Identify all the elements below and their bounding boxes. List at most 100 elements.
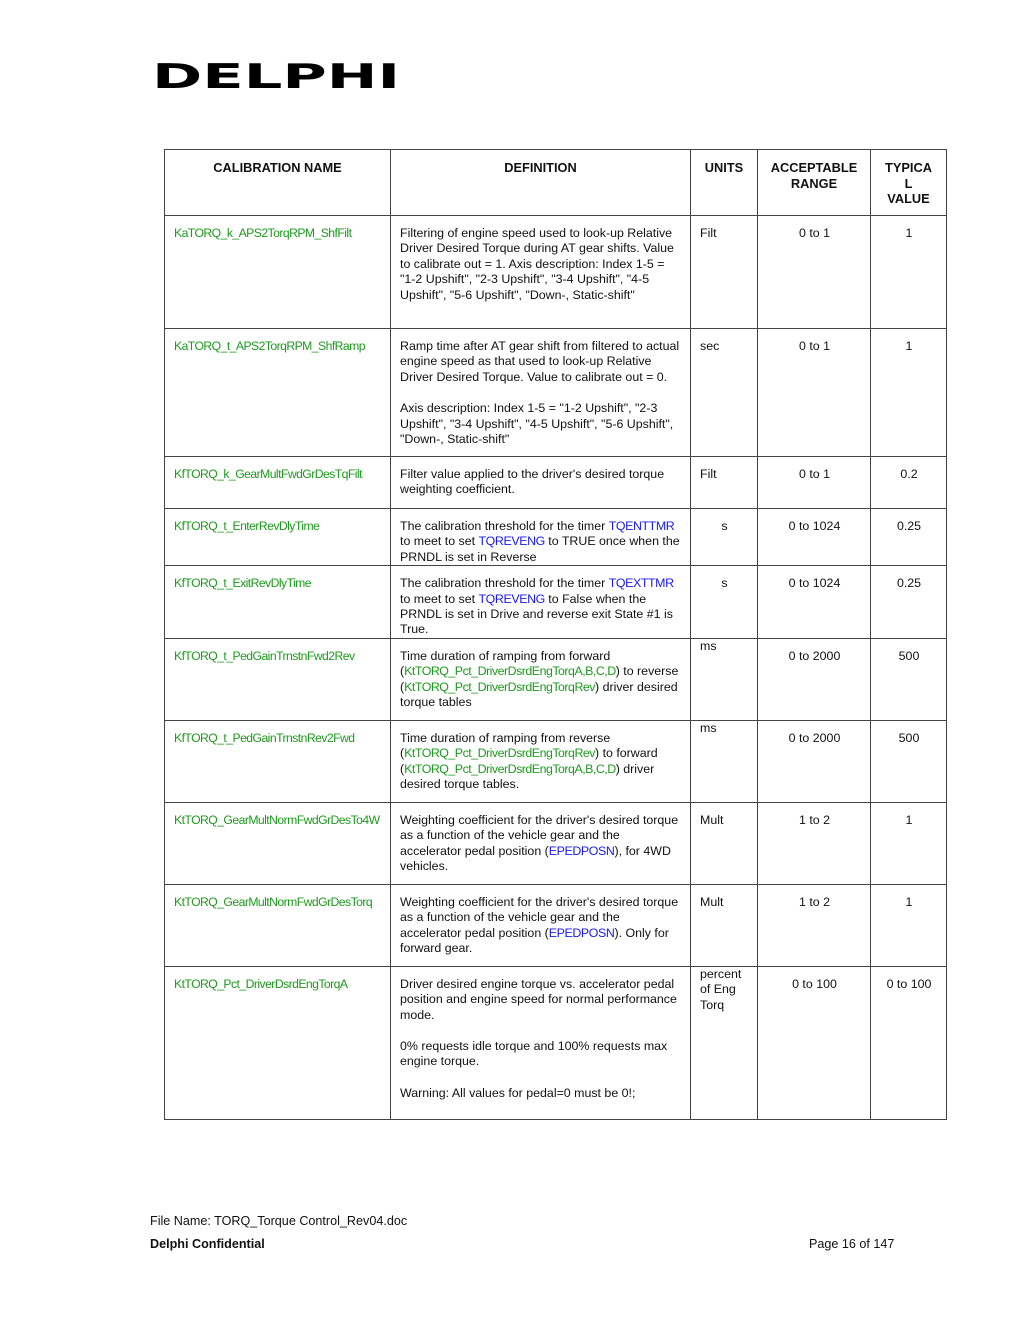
- column-header: CALIBRATION NAME: [164, 149, 391, 216]
- signal-link[interactable]: EPEDPOSN: [548, 843, 615, 858]
- page-number: Page 16 of 147: [809, 1237, 895, 1251]
- definition-text: to False when the PRNDL is set in Drive …: [400, 591, 673, 637]
- definition-text: Axis description: Index 1-5 = "1-2 Upshi…: [400, 401, 674, 447]
- definition-paragraph: Time duration of ramping from reverse (K…: [400, 731, 682, 793]
- units-cell: Mult: [690, 801, 758, 885]
- definition-paragraph: Weighting coefficient for the driver's d…: [400, 895, 682, 957]
- definition-text: to meet to set: [400, 591, 479, 606]
- definition-cell: Ramp time after AT gear shift from filte…: [390, 328, 691, 457]
- units-cell: percent of Eng Torq: [690, 965, 758, 1120]
- typical-value-cell: 0 to 100: [870, 965, 947, 1120]
- range-cell: 0 to 1: [757, 456, 871, 509]
- definition-text: ). Only for forward gear.: [400, 925, 669, 956]
- definition-paragraph: The calibration threshold for the timer …: [400, 519, 682, 565]
- calibration-name: KtTORQ_GearMultNormFwdGrDesTorq: [164, 883, 391, 967]
- calibration-link[interactable]: KtTORQ_Pct_DriverDsrdEngTorqRev: [404, 746, 595, 761]
- calibration-name: KfTORQ_t_EnterRevDlyTime: [164, 507, 391, 567]
- range-cell: 1 to 2: [757, 801, 871, 885]
- typical-value-cell: 500: [870, 637, 947, 721]
- definition-text: Time duration of ramping from forward (: [400, 648, 611, 679]
- definition-text: Filtering of engine speed used to look-u…: [400, 226, 674, 302]
- definition-cell: Time duration of ramping from forward (K…: [390, 637, 691, 721]
- units-cell: sec: [690, 328, 758, 457]
- calibration-name: KfTORQ_k_GearMultFwdGrDesTqFilt: [164, 456, 391, 509]
- typical-value-cell: 1: [870, 883, 947, 967]
- typical-value-cell: 1: [870, 801, 947, 885]
- range-cell: 0 to 1: [757, 328, 871, 457]
- units-cell: ms: [690, 637, 758, 721]
- units-cell: Filt: [690, 456, 758, 509]
- range-cell: 0 to 2000: [757, 637, 871, 721]
- calibration-name: KfTORQ_t_PedGainTrnstnFwd2Rev: [164, 637, 391, 721]
- range-cell: 0 to 1: [757, 215, 871, 329]
- definition-text: The calibration threshold for the timer: [400, 519, 609, 533]
- definition-paragraph: Driver desired engine torque vs. acceler…: [400, 977, 682, 1023]
- definition-text: Warning: All values for pedal=0 must be …: [400, 1085, 636, 1100]
- typical-value-cell: 0.2: [870, 456, 947, 509]
- calibration-name: KaTORQ_t_APS2TorqRPM_ShfRamp: [164, 328, 391, 457]
- typical-value-cell: 1: [870, 328, 947, 457]
- calibration-link[interactable]: KtTORQ_Pct_DriverDsrdEngTorqA,B,C,D: [404, 761, 616, 776]
- definition-text: The calibration threshold for the timer: [400, 576, 609, 591]
- definition-paragraph: 0% requests idle torque and 100% request…: [400, 1039, 682, 1070]
- definition-paragraph: Filtering of engine speed used to look-u…: [400, 226, 682, 303]
- definition-paragraph: Axis description: Index 1-5 = "1-2 Upshi…: [400, 401, 682, 447]
- signal-link[interactable]: TQEXTTMR: [608, 576, 674, 591]
- units-cell: Filt: [690, 215, 758, 329]
- definition-text: to TRUE once when the PRNDL is set in Re…: [400, 534, 680, 564]
- definition-text: to meet to set: [400, 534, 479, 549]
- definition-cell: Driver desired engine torque vs. acceler…: [390, 965, 691, 1120]
- signal-link[interactable]: TQREVENG: [478, 591, 546, 606]
- definition-text: Filter value applied to the driver's des…: [400, 467, 665, 497]
- definition-text: Weighting coefficient for the driver's d…: [400, 894, 679, 940]
- calibration-name: KtTORQ_GearMultNormFwdGrDesTo4W: [164, 801, 391, 885]
- definition-paragraph: Filter value applied to the driver's des…: [400, 467, 682, 498]
- typical-value-cell: 0.25: [870, 507, 947, 567]
- definition-paragraph: Warning: All values for pedal=0 must be …: [400, 1086, 682, 1101]
- typical-value-cell: 1: [870, 215, 947, 329]
- definition-text: ) to reverse (: [400, 664, 679, 694]
- definition-text: ) driver desired torque tables.: [400, 761, 655, 792]
- signal-link[interactable]: TQENTTMR: [608, 519, 675, 533]
- delphi-logo: DELPHI: [152, 58, 400, 92]
- definition-paragraph: The calibration threshold for the timer …: [400, 576, 682, 638]
- units-cell: s: [690, 565, 758, 639]
- definition-text: ) driver desired torque tables: [400, 679, 678, 710]
- column-header: UNITS: [690, 149, 758, 216]
- calibration-link[interactable]: KtTORQ_Pct_DriverDsrdEngTorqA,B,C,D: [404, 664, 616, 679]
- definition-paragraph: Time duration of ramping from forward (K…: [400, 649, 682, 711]
- definition-text: Ramp time after AT gear shift from filte…: [400, 339, 680, 384]
- range-cell: 1 to 2: [757, 883, 871, 967]
- calibration-name: KaTORQ_k_APS2TorqRPM_ShfFilt: [164, 215, 391, 329]
- typical-value-cell: 0.25: [870, 565, 947, 639]
- signal-link[interactable]: TQREVENG: [478, 534, 546, 549]
- definition-cell: The calibration threshold for the timer …: [390, 507, 691, 567]
- definition-paragraph: Weighting coefficient for the driver's d…: [400, 813, 682, 875]
- definition-text: ) to forward (: [400, 746, 658, 776]
- units-cell: s: [690, 507, 758, 567]
- column-header: DEFINITION: [390, 149, 691, 216]
- range-cell: 0 to 1024: [757, 565, 871, 639]
- definition-cell: Time duration of ramping from reverse (K…: [390, 719, 691, 803]
- column-header: ACCEPTABLE RANGE: [757, 149, 871, 216]
- calibration-link[interactable]: KtTORQ_Pct_DriverDsrdEngTorqRev: [404, 679, 595, 694]
- definition-text: ), for 4WD vehicles.: [400, 843, 671, 874]
- file-name: File Name: TORQ_Torque Control_Rev04.doc: [150, 1214, 408, 1228]
- signal-link[interactable]: EPEDPOSN: [548, 925, 615, 940]
- definition-text: 0% requests idle torque and 100% request…: [400, 1039, 668, 1069]
- confidential-label: Delphi Confidential: [150, 1237, 265, 1251]
- definition-cell: Weighting coefficient for the driver's d…: [390, 801, 691, 885]
- range-cell: 0 to 100: [757, 965, 871, 1120]
- svg-text:DELPHI: DELPHI: [152, 58, 400, 92]
- units-cell: Mult: [690, 883, 758, 967]
- definition-paragraph: Ramp time after AT gear shift from filte…: [400, 339, 682, 385]
- definition-cell: The calibration threshold for the timer …: [390, 565, 691, 639]
